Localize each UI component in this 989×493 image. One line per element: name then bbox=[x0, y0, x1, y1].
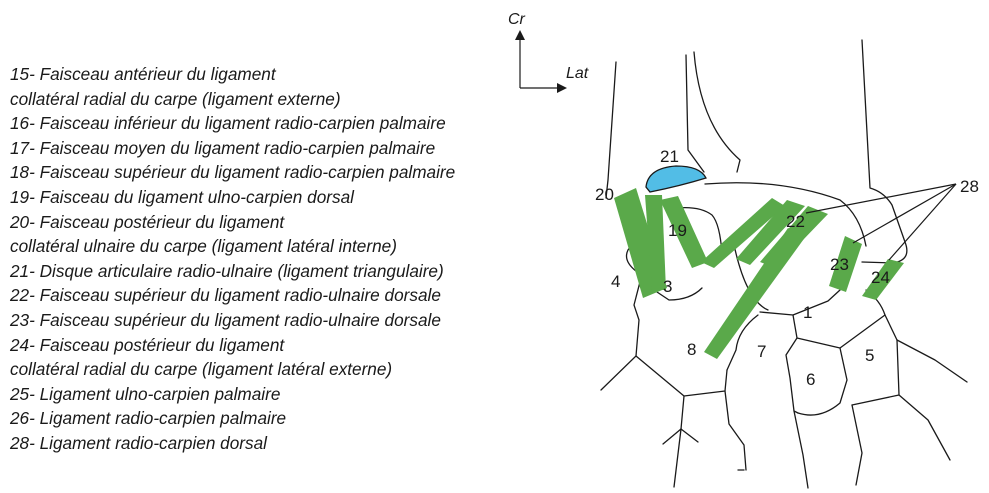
lateral-label: Lat bbox=[566, 65, 589, 82]
metacarpal-4-branch-right bbox=[681, 429, 698, 442]
metacarpal-3-left bbox=[725, 391, 746, 470]
label-21: 21 bbox=[660, 147, 679, 166]
metacarpal-1-right bbox=[897, 340, 967, 382]
metacarpal-5-left bbox=[601, 356, 636, 390]
label-22: 22 bbox=[786, 212, 805, 231]
articular-disc-21 bbox=[646, 166, 706, 192]
pointer-28-b bbox=[853, 184, 956, 243]
cranial-label: Cr bbox=[508, 11, 526, 28]
capitate-right bbox=[786, 315, 798, 413]
cranial-arrow-head bbox=[515, 30, 525, 40]
pointer-lines-28 bbox=[806, 184, 956, 260]
metacarpal-2-left bbox=[852, 405, 862, 485]
metacarpal-4-stem bbox=[681, 396, 684, 429]
label-19: 19 bbox=[668, 221, 687, 240]
label-5: 5 bbox=[865, 346, 874, 365]
metacarpal-1-left bbox=[899, 395, 950, 460]
scaphoid-lower bbox=[760, 290, 840, 315]
trapezium-outline bbox=[797, 315, 899, 405]
metacarpal-4-branch-left bbox=[663, 429, 681, 444]
label-24: 24 bbox=[871, 268, 890, 287]
radius-outline-right bbox=[862, 40, 907, 263]
label-3: 3 bbox=[663, 277, 672, 296]
ulna-outline-left bbox=[606, 62, 616, 198]
lateral-arrow-head bbox=[557, 83, 567, 93]
label-4: 4 bbox=[611, 272, 620, 291]
label-6: 6 bbox=[806, 370, 815, 389]
label-8: 8 bbox=[687, 340, 696, 359]
label-23: 23 bbox=[830, 255, 849, 274]
label-20: 20 bbox=[595, 185, 614, 204]
metacarpal-4-shaft bbox=[674, 429, 681, 487]
radius-outline-left bbox=[694, 52, 740, 172]
label-7: 7 bbox=[757, 342, 766, 361]
ulna-outline-right bbox=[686, 55, 704, 172]
metacarpal-3-right bbox=[794, 411, 808, 488]
label-1: 1 bbox=[803, 303, 812, 322]
label-28: 28 bbox=[960, 177, 979, 196]
orientation-indicator: Cr Lat bbox=[508, 11, 589, 93]
